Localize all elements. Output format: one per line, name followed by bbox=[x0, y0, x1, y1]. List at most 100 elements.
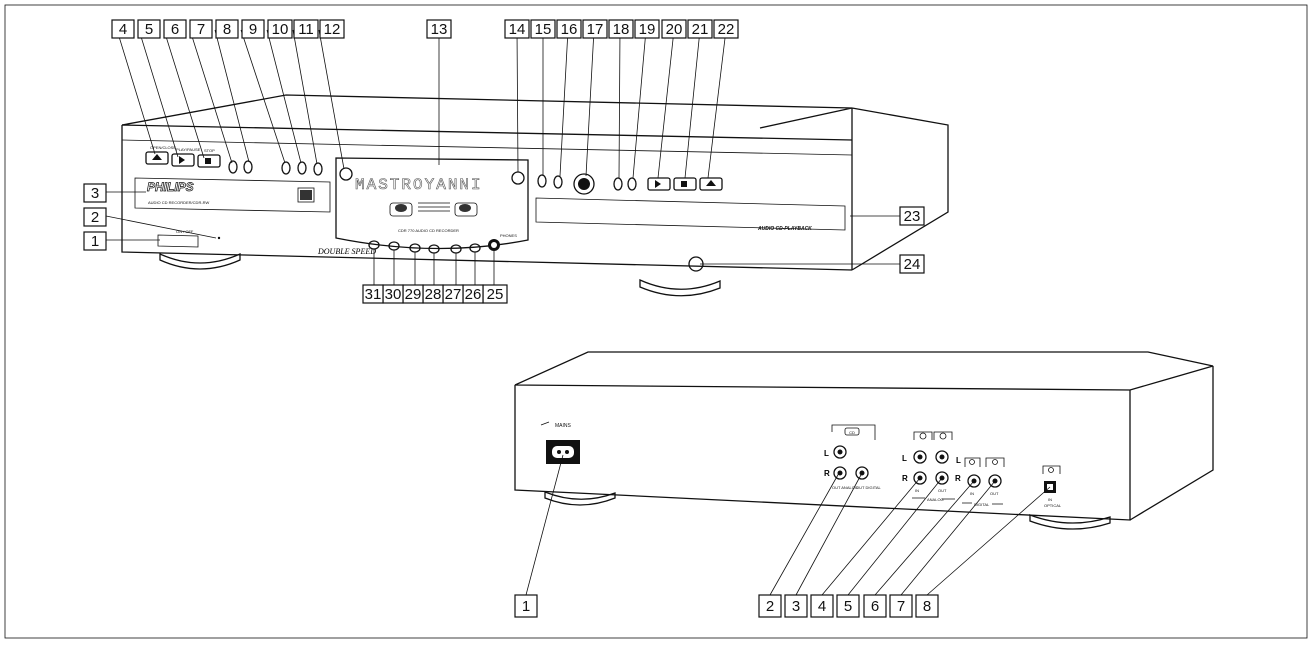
playback-label: AUDIO CD-PLAYBACK bbox=[757, 226, 812, 232]
cd-out-l-jack-core bbox=[837, 449, 843, 455]
callout-rear-8-label: 8 bbox=[923, 598, 931, 615]
eject-icon bbox=[152, 154, 162, 160]
front-button-15[interactable] bbox=[537, 174, 547, 188]
cd-out-r-jack[interactable] bbox=[833, 466, 847, 480]
stop-icon-2 bbox=[681, 181, 687, 187]
right-button-row bbox=[511, 171, 723, 195]
callout-front-31-label: 31 bbox=[365, 286, 382, 303]
rear-foot-right bbox=[1029, 514, 1111, 530]
cd-out-l-jack[interactable] bbox=[833, 445, 847, 459]
callout-front-4 bbox=[111, 19, 135, 39]
callout-front-16-label: 16 bbox=[561, 21, 578, 38]
callout-rear-6-label: 6 bbox=[871, 598, 879, 615]
front-button-18[interactable] bbox=[613, 177, 623, 191]
callout-front-12-label: 12 bbox=[324, 21, 341, 38]
front-button-16[interactable] bbox=[553, 175, 563, 189]
callout-front-2-label: 2 bbox=[91, 209, 99, 226]
digital-out-jack[interactable] bbox=[988, 474, 1002, 488]
callout-front-27-label: 27 bbox=[445, 286, 462, 303]
digital-group-bracket bbox=[964, 457, 1005, 467]
power-button[interactable] bbox=[157, 234, 199, 248]
model-line: AUDIO CD RECORDER/CDR-RW bbox=[148, 200, 209, 205]
digital-in-label: IN bbox=[970, 491, 974, 496]
callout-front-11-label: 11 bbox=[298, 21, 314, 38]
open-close-button[interactable] bbox=[145, 151, 169, 165]
callout-rear-8 bbox=[915, 594, 939, 618]
callout-front-6-label: 6 bbox=[171, 21, 179, 38]
analog-l-label: L bbox=[902, 454, 907, 463]
display-disc-left bbox=[389, 202, 413, 217]
analog-in-l-jack[interactable] bbox=[913, 450, 927, 464]
cd-r-label: R bbox=[824, 469, 830, 478]
analog-in-r-jack[interactable] bbox=[913, 471, 927, 485]
out-digital-label: OUT DIGITAL bbox=[856, 485, 882, 490]
display-disc-left-fill bbox=[395, 204, 407, 212]
front-right-side bbox=[851, 107, 949, 271]
callout-front-7 bbox=[189, 19, 213, 39]
analog-label: ANALOG bbox=[927, 497, 944, 502]
callout-front-1-label: 1 bbox=[91, 233, 99, 250]
front-button-9[interactable] bbox=[281, 161, 291, 175]
recorder-label: CDR 770 AUDIO CD RECORDER bbox=[398, 228, 459, 233]
callout-front-5 bbox=[137, 19, 161, 39]
front-button-10[interactable] bbox=[297, 161, 307, 175]
cd-logo-badge bbox=[297, 187, 315, 203]
callout-front-6 bbox=[163, 19, 187, 39]
callout-front-16 bbox=[556, 19, 582, 39]
analog-out-l-jack[interactable] bbox=[935, 450, 949, 464]
front-button-12[interactable] bbox=[339, 167, 353, 181]
left-button-row: OPEN/CLOSE PLAY/PAUSE STOP bbox=[145, 145, 353, 181]
left-tray bbox=[134, 177, 331, 213]
analog-underline bbox=[912, 497, 955, 500]
cd-l-label: L bbox=[824, 449, 829, 458]
display-window bbox=[335, 157, 529, 250]
play-icon-2 bbox=[655, 180, 661, 188]
front-button-7[interactable] bbox=[228, 160, 238, 174]
jog-dial[interactable] bbox=[573, 173, 595, 195]
callout-front-8 bbox=[215, 19, 239, 39]
play-icon bbox=[179, 156, 185, 164]
front-button-11[interactable] bbox=[313, 162, 323, 176]
cd-digital-out-jack[interactable] bbox=[855, 466, 869, 480]
callout-front-9 bbox=[241, 19, 265, 39]
stop-button[interactable] bbox=[197, 154, 221, 168]
callout-rear-7 bbox=[889, 594, 913, 618]
play-pause-button-2[interactable] bbox=[647, 177, 671, 191]
front-button-14[interactable] bbox=[511, 171, 525, 185]
stop-label: STOP bbox=[204, 148, 215, 153]
open-close-label: OPEN/CLOSE bbox=[150, 145, 176, 150]
display-text: MASTROYANNI bbox=[355, 176, 483, 194]
speed-badge: DOUBLE SPEED bbox=[317, 247, 376, 256]
headphone-jack-core bbox=[491, 242, 497, 248]
rear-top-face bbox=[514, 351, 1214, 391]
front-button-27[interactable] bbox=[450, 244, 462, 254]
open-close-button-2[interactable] bbox=[699, 177, 723, 191]
callout-rear-3 bbox=[784, 594, 808, 618]
display-level-bars bbox=[418, 202, 450, 212]
front-leader-lines bbox=[105, 29, 900, 285]
callout-front-12 bbox=[319, 19, 345, 39]
front-button-8[interactable] bbox=[243, 160, 253, 174]
front-foot-right bbox=[639, 278, 721, 297]
callout-rear-3-label: 3 bbox=[792, 598, 800, 615]
callout-front-21 bbox=[687, 19, 713, 39]
callout-front-9-label: 9 bbox=[249, 21, 257, 38]
callout-front-17 bbox=[582, 19, 608, 39]
front-callouts: 1 2 3 4 5 6 7 8 9 10 11 12 13 14 15 16 1… bbox=[83, 19, 925, 304]
front-button-19[interactable] bbox=[627, 177, 637, 191]
callout-front-17-label: 17 bbox=[587, 21, 604, 38]
front-face-trim bbox=[121, 139, 853, 156]
rear-back-face bbox=[514, 385, 1131, 521]
analog-out-l-jack-core bbox=[939, 454, 945, 460]
digital-out-label: OUT bbox=[990, 491, 999, 496]
callout-front-30-label: 30 bbox=[385, 286, 402, 303]
play-pause-button[interactable] bbox=[171, 153, 195, 167]
diagram-frame bbox=[4, 4, 1308, 639]
analog-out-r-jack[interactable] bbox=[935, 471, 949, 485]
digital-in-jack[interactable] bbox=[967, 474, 981, 488]
analog-out-tag bbox=[939, 432, 947, 440]
callout-front-7-label: 7 bbox=[197, 21, 205, 38]
analog-in-label: IN bbox=[915, 488, 919, 493]
